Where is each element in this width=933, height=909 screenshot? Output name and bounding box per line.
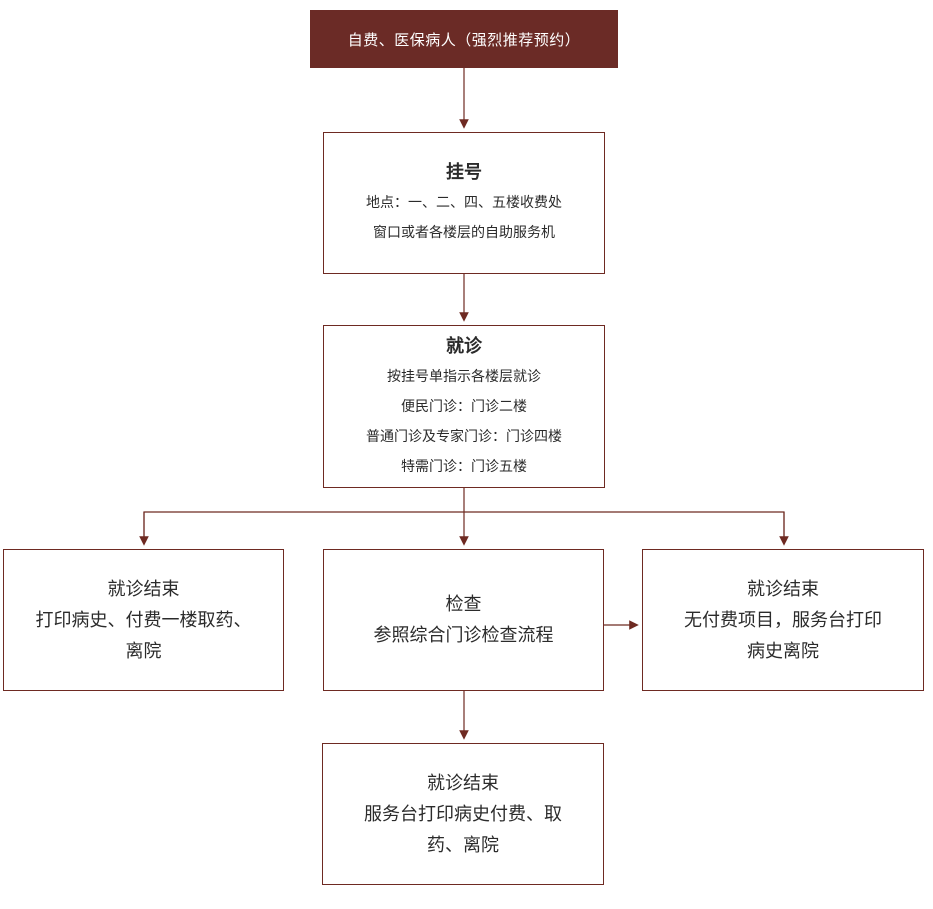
end-left-node: 就诊结束 打印病史、付费一楼取药、 离院 [3,549,284,691]
end-right-node: 就诊结束 无付费项目，服务台打印 病史离院 [642,549,924,691]
consult-line: 按挂号单指示各楼层就诊 [387,368,541,385]
register-node: 挂号 地点：一、二、四、五楼收费处 窗口或者各楼层的自助服务机 [323,132,605,274]
exam-node: 检查 参照综合门诊检查流程 [323,549,604,691]
end-left-line: 打印病史、付费一楼取药、 [35,609,252,631]
end-bottom-line: 服务台打印病史付费、取 [364,803,562,825]
consult-title: 就诊 [446,335,482,357]
start-node: 自费、医保病人（强烈推荐预约） [310,10,618,68]
register-line: 窗口或者各楼层的自助服务机 [373,225,555,241]
consult-line: 便民门诊：门诊二楼 [401,398,527,415]
end-left-title: 就诊结束 [107,578,180,600]
end-bottom-node: 就诊结束 服务台打印病史付费、取 药、离院 [322,743,604,885]
end-right-title: 就诊结束 [747,578,819,600]
consult-line: 普通门诊及专家门诊：门诊四楼 [366,428,562,445]
end-right-line: 无付费项目，服务台打印 [684,609,882,631]
consult-line: 特需门诊：门诊五楼 [401,458,527,475]
start-node-label: 自费、医保病人（强烈推荐预约） [347,30,581,49]
end-left-line: 离院 [125,640,162,662]
exam-line: 参照综合门诊检查流程 [373,625,554,646]
register-title: 挂号 [446,162,482,183]
exam-title: 检查 [445,594,482,615]
end-bottom-line: 药、离院 [427,834,499,856]
end-right-line: 病史离院 [747,640,819,662]
register-line: 地点：一、二、四、五楼收费处 [366,195,562,211]
consult-node: 就诊 按挂号单指示各楼层就诊 便民门诊：门诊二楼 普通门诊及专家门诊：门诊四楼 … [323,325,605,488]
end-bottom-title: 就诊结束 [427,772,499,794]
